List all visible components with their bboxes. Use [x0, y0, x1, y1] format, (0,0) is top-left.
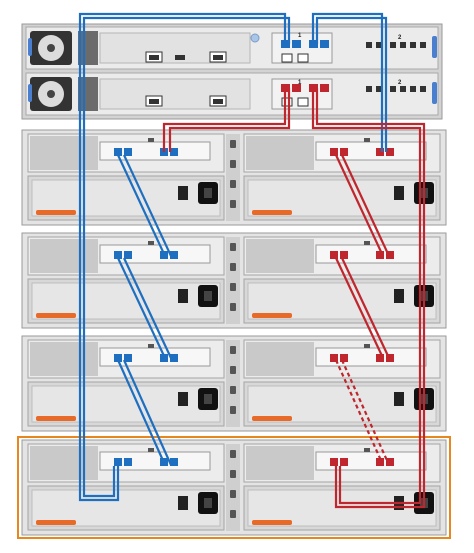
power-switch-icon — [394, 186, 404, 200]
status-led-icon — [230, 510, 236, 518]
status-led-icon — [230, 180, 236, 188]
power-switch-icon — [178, 289, 188, 303]
status-led-icon — [230, 160, 236, 168]
drive-shelf-4 — [17, 436, 451, 539]
drive-shelf-3 — [21, 335, 447, 432]
sas-port-icon — [330, 148, 338, 156]
status-led-icon — [230, 406, 236, 414]
psu-a — [27, 485, 225, 531]
sas-port-icon — [330, 458, 338, 466]
iom-a — [27, 133, 225, 173]
status-led-icon — [230, 386, 236, 394]
status-led-icon — [230, 303, 236, 311]
drive-shelves — [17, 129, 451, 539]
power-switch-icon — [178, 186, 188, 200]
cable-path-b — [162, 88, 426, 509]
cable-red-s2-s3 — [335, 257, 384, 359]
power-switch-icon — [394, 289, 404, 303]
controller-b: 1 2 — [25, 72, 439, 116]
status-led-icon — [230, 140, 236, 148]
iom-b — [243, 133, 441, 173]
iom-a — [27, 443, 225, 483]
sas-cables — [78, 12, 426, 509]
status-led-icon — [230, 450, 236, 458]
power-switch-icon — [178, 392, 188, 406]
iom-a — [27, 236, 225, 276]
power-switch-icon — [178, 496, 188, 510]
cable-blue-s1-s2 — [117, 154, 166, 257]
status-led-icon — [230, 283, 236, 291]
release-latch-icon — [36, 520, 76, 525]
release-latch-icon — [252, 520, 292, 525]
cable-blue-s3-s4 — [116, 359, 167, 466]
release-latch-icon — [252, 416, 292, 421]
status-led-icon — [230, 470, 236, 478]
port-label-2b: 2 — [398, 80, 402, 86]
cable-red-s3-s4-pending — [334, 359, 385, 466]
iom-b — [243, 339, 441, 379]
cable-red-s1-s2 — [335, 154, 384, 257]
release-latch-icon — [36, 313, 76, 318]
psu-b — [243, 175, 441, 221]
sas-port-icon — [114, 251, 122, 259]
port-label-1: 1 — [298, 33, 302, 39]
port-label-1b: 1 — [298, 80, 302, 86]
sas-port-icon — [114, 354, 122, 362]
release-latch-icon — [252, 210, 292, 215]
psu-a — [27, 175, 225, 221]
cable-red-ctrl-to-shelf1 — [162, 88, 287, 152]
status-led-icon — [230, 200, 236, 208]
status-led-icon — [230, 263, 236, 271]
cable-blue-s2-s3 — [117, 257, 166, 359]
controller-a: 1 2 — [25, 26, 439, 70]
status-led-icon — [230, 243, 236, 251]
sas-port-icon — [330, 251, 338, 259]
iom-a — [27, 339, 225, 379]
release-latch-icon — [252, 313, 292, 318]
status-led-icon — [230, 490, 236, 498]
psu-b — [243, 278, 441, 324]
port-label-2: 2 — [398, 35, 402, 41]
release-latch-icon — [36, 210, 76, 215]
psu-a — [27, 278, 225, 324]
power-switch-icon — [394, 392, 404, 406]
cable-blue-ctrl-to-shelf1 — [311, 12, 384, 152]
status-led-icon — [230, 366, 236, 374]
status-led-icon — [230, 346, 236, 354]
iom-b — [243, 443, 441, 483]
drive-shelf-1 — [21, 129, 447, 226]
sas-port-icon — [114, 458, 122, 466]
highlight-frame — [17, 436, 451, 539]
psu-b — [243, 381, 441, 427]
cable-path-a — [78, 12, 388, 502]
controller-enclosure: 1 2 1 — [21, 23, 443, 120]
sas-port-icon — [330, 354, 338, 362]
sas-port-icon — [114, 148, 122, 156]
cable-red-ctrl-to-shelf4 — [311, 88, 422, 505]
release-latch-icon — [36, 416, 76, 421]
psu-a — [27, 381, 225, 427]
drive-shelf-2 — [21, 232, 447, 329]
